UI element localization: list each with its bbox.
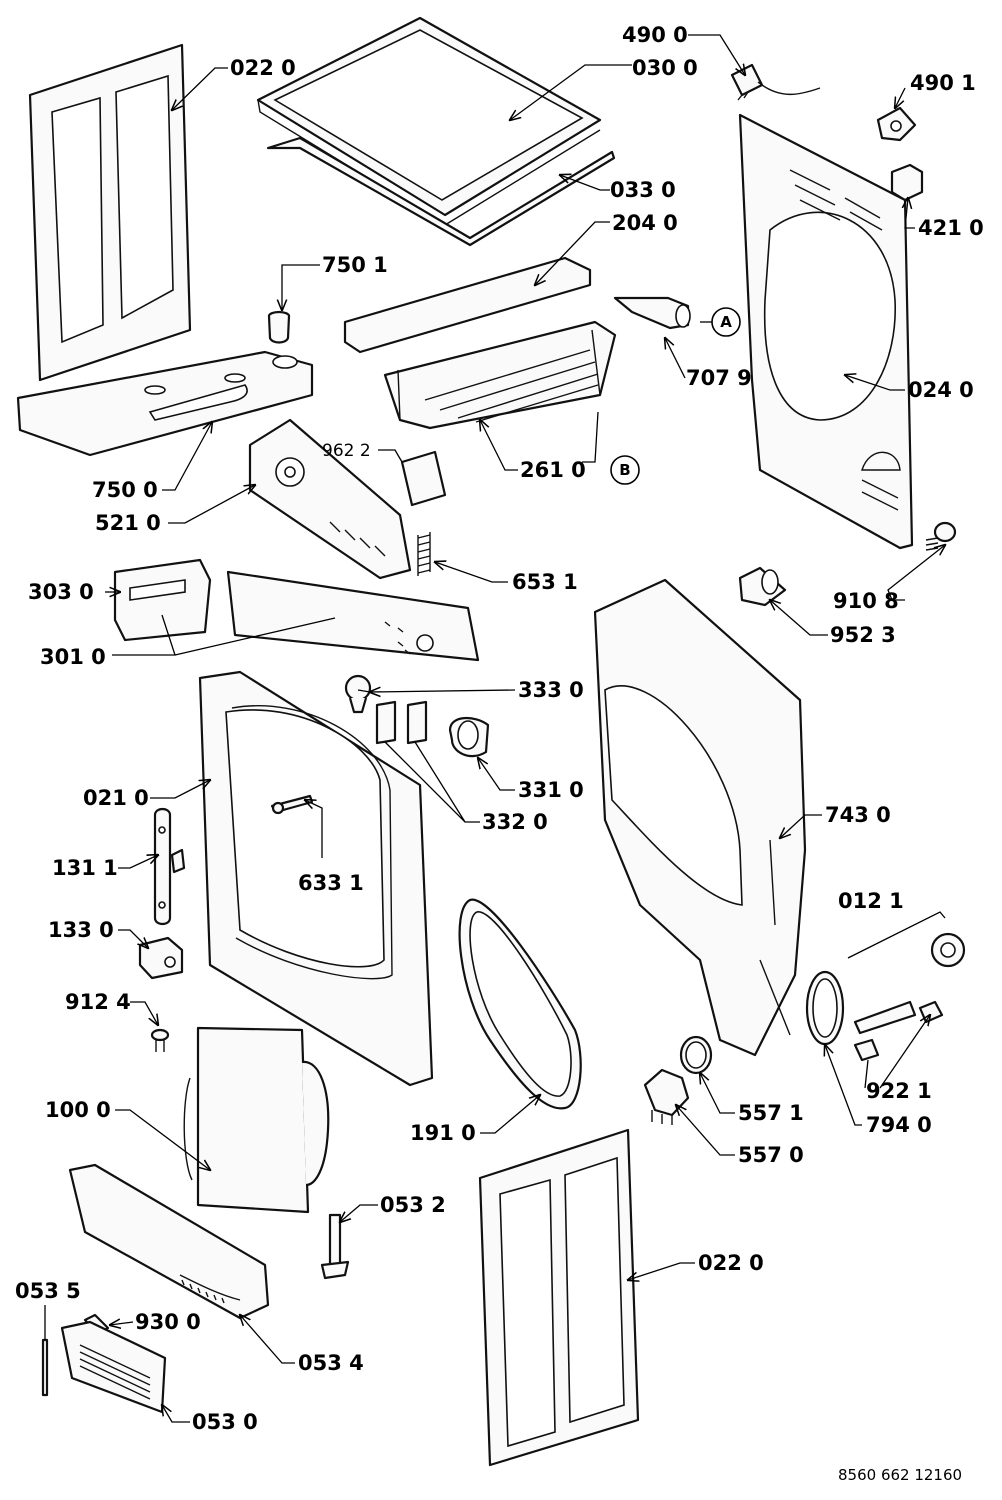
label-303-0: 303 0 <box>28 580 94 604</box>
label-012-1: 012 1 <box>838 889 904 913</box>
label-301-0: 301 0 <box>40 645 106 669</box>
side-panel-left <box>28 43 192 382</box>
front-panel <box>198 670 434 1087</box>
label-053-0: 053 0 <box>192 1410 258 1434</box>
label-557-0: 557 0 <box>738 1143 804 1167</box>
small-screw <box>150 1028 170 1052</box>
label-952-3: 952 3 <box>830 623 896 647</box>
svg-text:B: B <box>619 461 630 479</box>
label-030-0: 030 0 <box>632 56 698 80</box>
drum-o-ring <box>805 970 845 1046</box>
label-707-9: 707 9 <box>686 366 752 390</box>
part-labels: 022 0 030 0 490 0 490 1 033 0 421 0 204 … <box>15 23 984 1434</box>
small-o-ring <box>679 1035 713 1075</box>
label-490-1: 490 1 <box>910 71 976 95</box>
label-100-0: 100 0 <box>45 1098 111 1122</box>
label-021-0: 021 0 <box>83 786 149 810</box>
label-033-0: 033 0 <box>610 178 676 202</box>
label-133-0: 133 0 <box>48 918 114 942</box>
label-910-8: 910 8 <box>833 589 899 613</box>
label-930-0: 930 0 <box>135 1310 201 1334</box>
drum-bearing-set <box>853 932 966 1062</box>
label-743-0: 743 0 <box>825 803 891 827</box>
drawer-front <box>113 558 212 642</box>
label-633-1: 633 1 <box>298 871 364 895</box>
door-hinge-plate <box>153 807 186 926</box>
control-panel-fascia <box>226 570 480 662</box>
rear-panel <box>738 113 914 550</box>
front-bulkhead-housing <box>593 578 807 1057</box>
selector-knob <box>344 674 372 714</box>
door-seal-gasket <box>458 898 582 1110</box>
plinth-rod <box>41 1338 49 1397</box>
label-912-4: 912 4 <box>65 990 131 1014</box>
side-panel-right <box>478 1128 640 1467</box>
label-204-0: 204 0 <box>612 211 678 235</box>
label-653-1: 653 1 <box>512 570 578 594</box>
front-top-rail <box>343 256 592 354</box>
svg-text:A: A <box>720 313 732 331</box>
label-024-0: 024 0 <box>908 378 974 402</box>
door-lock <box>138 936 184 980</box>
water-container <box>16 350 314 457</box>
document-reference-number: 8560 662 12160 <box>838 1466 962 1484</box>
dispenser-cup <box>267 310 291 344</box>
label-557-1: 557 1 <box>738 1101 804 1125</box>
label-331-0: 331 0 <box>518 778 584 802</box>
label-922-1: 922 1 <box>866 1079 932 1103</box>
power-cord <box>730 63 821 101</box>
top-cover-seal <box>266 136 616 247</box>
label-053-4: 053 4 <box>298 1351 364 1375</box>
callout-a: A <box>711 307 741 337</box>
sensor-valve <box>643 1068 690 1125</box>
label-131-1: 131 1 <box>52 856 118 880</box>
drain-connector <box>613 296 691 330</box>
label-421-0: 421 0 <box>918 216 984 240</box>
label-022-0-top: 022 0 <box>230 56 296 80</box>
label-053-2: 053 2 <box>380 1193 446 1217</box>
plinth-grille <box>60 1320 167 1414</box>
label-261-0: 261 0 <box>520 458 586 482</box>
pump-inlet <box>738 566 787 607</box>
plinth-fixing-shaft <box>320 1213 350 1280</box>
callout-b: B <box>610 455 640 485</box>
spring-clip <box>417 532 431 576</box>
cord-clamp <box>876 106 917 142</box>
adjustable-foot-screw <box>925 521 957 551</box>
filter-switch-block <box>890 163 924 202</box>
label-191-0: 191 0 <box>410 1121 476 1145</box>
door-panel <box>183 1026 330 1214</box>
condenser-duct-tray <box>383 320 617 430</box>
label-333-0: 333 0 <box>518 678 584 702</box>
label-794-0: 794 0 <box>866 1113 932 1137</box>
push-buttons <box>375 700 428 745</box>
label-962-2: 962 2 <box>322 441 371 461</box>
label-490-0: 490 0 <box>622 23 688 47</box>
leader-lines <box>44 34 945 1423</box>
label-332-0: 332 0 <box>482 810 548 834</box>
plinth-bracket <box>68 1163 270 1320</box>
label-521-0: 521 0 <box>95 511 161 535</box>
instruction-card <box>400 450 447 507</box>
label-750-1: 750 1 <box>322 253 388 277</box>
label-022-0-bottom: 022 0 <box>698 1251 764 1275</box>
label-053-5: 053 5 <box>15 1279 81 1303</box>
rotary-knob <box>448 717 490 758</box>
label-750-0: 750 0 <box>92 478 158 502</box>
